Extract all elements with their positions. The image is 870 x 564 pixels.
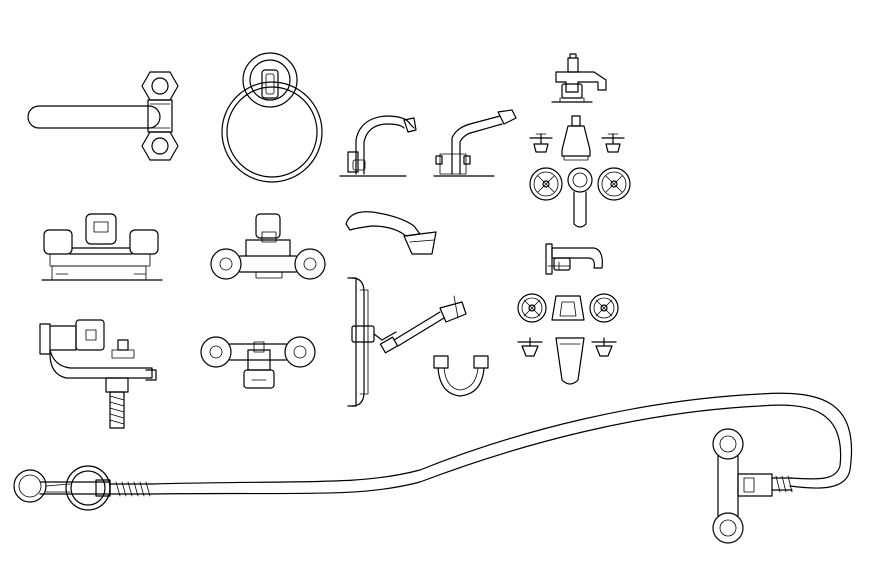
gooseneck-basin-tap bbox=[339, 115, 417, 177]
bath-spout-elevation bbox=[551, 53, 607, 103]
three-hole-basin-mixer-elevation bbox=[529, 115, 625, 161]
wall-spout-elevation bbox=[545, 243, 603, 275]
basin-mixer-front-elevation bbox=[41, 213, 163, 281]
basin-spout-side bbox=[345, 211, 437, 255]
cross-head-mixer-front bbox=[517, 337, 617, 385]
bath-mixer-side-with-hose bbox=[39, 319, 157, 429]
slide-rail-shower-kit bbox=[347, 277, 467, 407]
towel-ring bbox=[221, 52, 323, 183]
swivel-kitchen-mixer bbox=[433, 109, 517, 177]
hand-shower-with-long-hose bbox=[13, 392, 852, 544]
thermostatic-bar-mixer bbox=[200, 336, 316, 389]
soap-dish-holder bbox=[433, 355, 489, 397]
three-hole-basin-mixer-plan bbox=[529, 167, 631, 228]
cross-head-mixer-plan bbox=[517, 293, 619, 323]
wall-mixer-side-view bbox=[27, 71, 179, 161]
wall-bath-mixer-front bbox=[210, 213, 326, 280]
